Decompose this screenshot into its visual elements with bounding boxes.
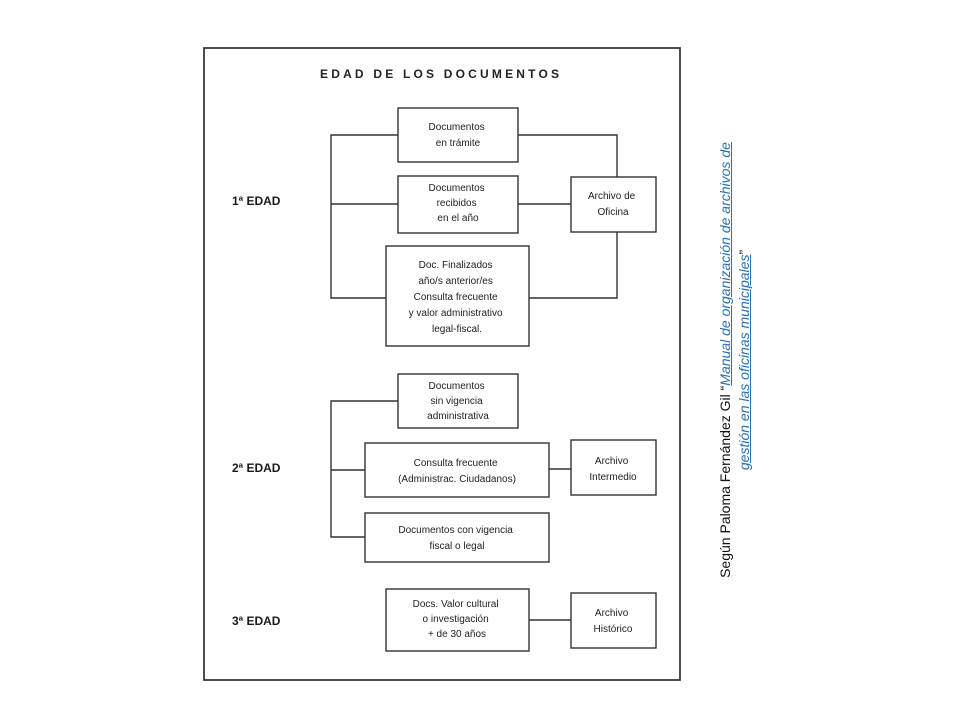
caption-suffix: ” [736, 249, 752, 255]
box-documentos-vigencia-fiscal: Documentos con vigencia fiscal o legal [364, 512, 550, 563]
box-archivo-de-oficina: Archivo de Oficina [570, 176, 657, 233]
box-documentos-sin-vigencia: Documentos sin vigencia administrativa [397, 373, 519, 429]
svg-text:Docs. Valor cultural o i: Docs. Valor cultural o investigación + d… [413, 599, 502, 640]
svg-text:Doc. Finalizados año/s a: Doc. Finalizados año/s anterior/es Consu… [409, 260, 506, 335]
caption-prefix: Según Paloma Fernández Gil “ [717, 385, 733, 578]
box-archivo-historico: Archivo Histórico [570, 592, 657, 649]
svg-text:Archivo de Oficina: Archivo de Oficina [588, 191, 638, 218]
svg-text:Documentos en trámite: Documentos en trámite [429, 122, 488, 149]
svg-text:Archivo Intermedio: Archivo Intermedio [589, 456, 637, 483]
box-documentos-recibidos: Documentos recibidos en el año [397, 175, 519, 234]
box-valor-cultural: Docs. Valor cultural o investigación + d… [385, 588, 530, 652]
svg-text:Documentos con vigencia: Documentos con vigencia fiscal o legal [398, 525, 515, 552]
svg-text:Documentos sin vigencia: Documentos sin vigencia administrativa [427, 381, 489, 422]
age-label-3: 3ª EDAD [232, 614, 281, 628]
box-archivo-intermedio: Archivo Intermedio [570, 439, 657, 496]
age-label-2: 2ª EDAD [232, 461, 281, 475]
svg-text:Consulta frecuente (Admi: Consulta frecuente (Administrac. Ciudada… [398, 458, 516, 485]
box-consulta-frecuente: Consulta frecuente (Administrac. Ciudada… [364, 442, 550, 498]
box-documentos-en-tramite: Documentos en trámite [397, 107, 519, 163]
connector-finalizados-oficina [529, 232, 618, 299]
connector-age2-left [330, 400, 398, 538]
connector-tramite-oficina [518, 134, 618, 177]
diagram-title: EDAD DE LOS DOCUMENTOS [320, 67, 562, 81]
svg-text:Documentos recibidos: Documentos recibidos en el año [429, 183, 488, 224]
box-documentos-finalizados: Doc. Finalizados año/s anterior/es Consu… [385, 245, 530, 347]
age-label-1: 1ª EDAD [232, 194, 281, 208]
source-caption: Según Paloma Fernández Gil “Manual de or… [716, 120, 754, 600]
connector-age1-left [330, 134, 398, 299]
svg-text:Archivo Histórico: Archivo Histórico [594, 608, 633, 635]
